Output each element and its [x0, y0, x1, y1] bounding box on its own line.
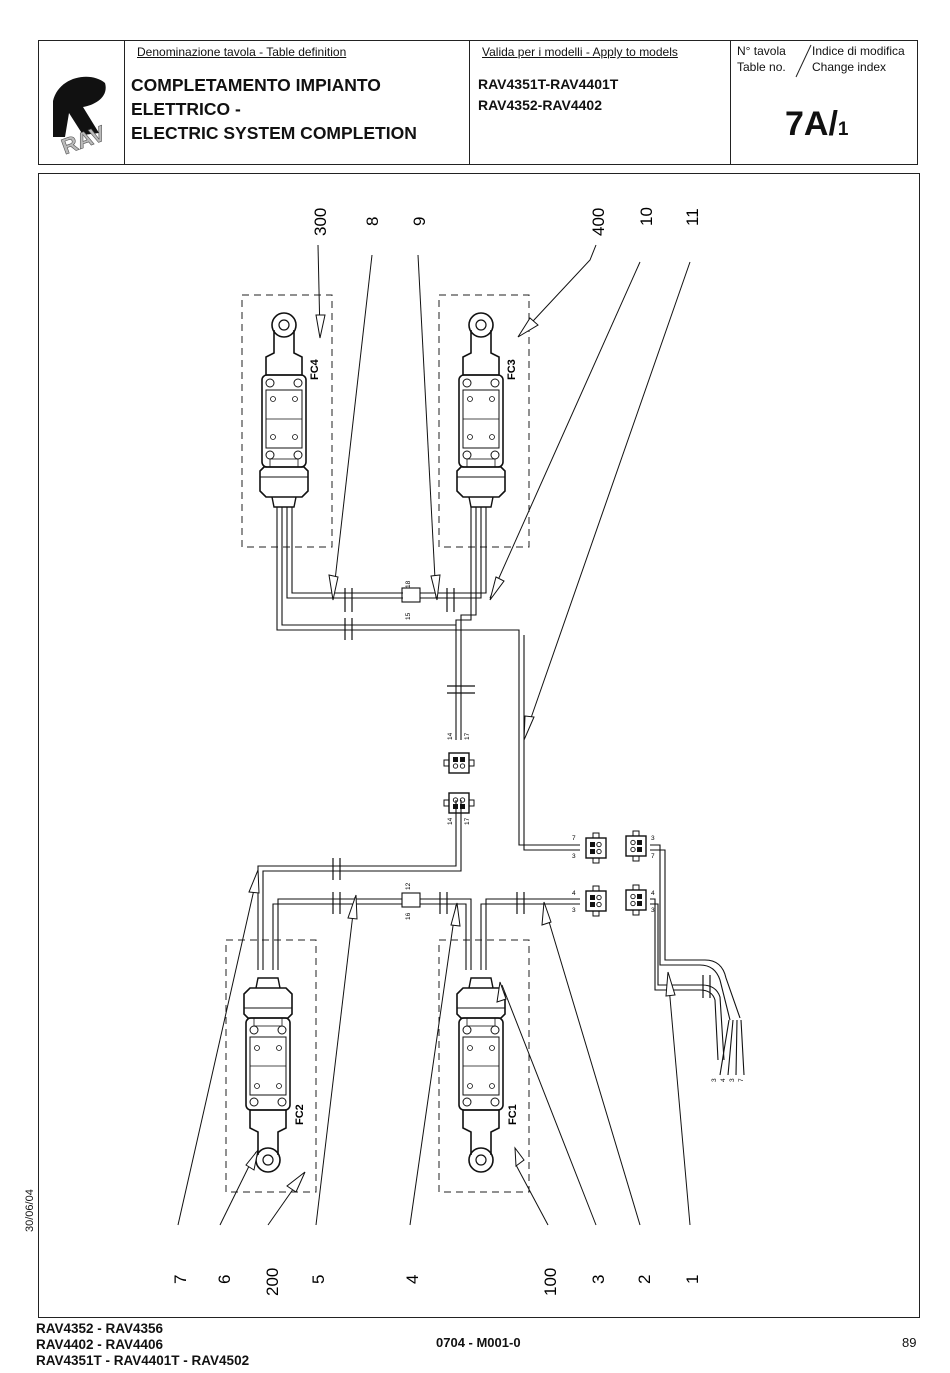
limit-switch-fc1: [456, 977, 506, 1173]
label-3: 3: [589, 1275, 608, 1284]
svg-text:3: 3: [651, 907, 655, 914]
svg-text:15: 15: [405, 612, 412, 620]
fc1-enclosure: [438, 939, 530, 1193]
connector-numbers: 18 15 14 17 14 17 12 16 7 3 3 7 4 3 4 3: [405, 580, 655, 920]
title-block: RAV Denominazione tavola - Table definit…: [38, 40, 918, 165]
connector-right-a: [585, 832, 607, 864]
change-index-label: Indice di modifica: [812, 44, 905, 58]
connector-right-d: [625, 884, 647, 916]
svg-text:3: 3: [572, 853, 576, 860]
index-cell: N° tavola Table no. Indice di modifica C…: [731, 41, 917, 164]
label-9: 9: [410, 217, 429, 226]
fc2-enclosure: [225, 939, 317, 1193]
svg-text:3: 3: [729, 1078, 736, 1082]
label-8: 8: [363, 217, 382, 226]
label-300: 300: [311, 208, 330, 236]
page-number: 89: [902, 1335, 917, 1350]
fc1-label: FC1: [507, 1104, 519, 1125]
svg-text:18: 18: [405, 580, 412, 588]
svg-text:3: 3: [572, 907, 576, 914]
svg-text:3: 3: [651, 835, 655, 842]
label-4: 4: [403, 1275, 422, 1284]
definition-label: Denominazione tavola - Table definition: [137, 45, 347, 59]
definition-cell: Denominazione tavola - Table definition …: [125, 41, 470, 164]
svg-text:4: 4: [572, 890, 576, 897]
label-5: 5: [309, 1275, 328, 1284]
limit-switch-fc2: [243, 977, 293, 1173]
svg-text:14: 14: [447, 732, 454, 740]
diagram-frame: [38, 173, 920, 1318]
fc3-enclosure: [438, 294, 530, 548]
connector-right-b: [625, 830, 647, 862]
limit-switch-fc4: [259, 312, 309, 508]
fc2-label: FC2: [294, 1104, 306, 1125]
label-200: 200: [263, 1268, 282, 1296]
cable-break-marks: [332, 588, 711, 998]
logo-cell: RAV: [39, 41, 125, 164]
document-code: 0704 - M001-0: [436, 1335, 521, 1350]
svg-text:4: 4: [651, 890, 655, 897]
svg-text:7: 7: [651, 853, 655, 860]
connector-center-upper: [443, 752, 475, 774]
label-7: 7: [171, 1275, 190, 1284]
label-10: 10: [637, 207, 656, 226]
rav-logo: RAV: [53, 76, 109, 160]
top-wire-labels: 300 8 9 400 10 11: [311, 207, 702, 236]
cable-bundles: [257, 507, 745, 1076]
table-no-label: N° tavola: [737, 44, 786, 58]
svg-text:17: 17: [464, 817, 471, 825]
svg-text:4: 4: [720, 1078, 727, 1082]
svg-text:7: 7: [738, 1078, 745, 1082]
fc3-label: FC3: [506, 359, 518, 380]
label-400: 400: [589, 208, 608, 236]
table-no-label-en: Table no.: [737, 60, 786, 74]
label-11: 11: [683, 208, 702, 226]
page-title: COMPLETAMENTO IMPIANTO ELETTRICO - ELECT…: [131, 75, 417, 143]
leader-lines-bottom: [177, 871, 691, 1226]
label-100: 100: [541, 1268, 560, 1296]
models-cell: Valida per i modelli - Apply to models R…: [470, 41, 731, 164]
arrowheads-top: [315, 314, 539, 741]
sheet-number: 7A/1: [785, 105, 849, 143]
leader-lines-top: [317, 244, 691, 739]
limit-switch-fc3: [456, 312, 506, 508]
revision-date: 30/06/04: [24, 1189, 36, 1232]
label-6: 6: [215, 1275, 234, 1284]
model-list: RAV4351T-RAV4401T RAV4352-RAV4402: [478, 76, 619, 113]
bottom-wire-labels: 7 6 200 5 4 100 3 2 1: [171, 1268, 702, 1296]
svg-text:12: 12: [405, 882, 412, 890]
label-1: 1: [683, 1275, 702, 1284]
svg-text:16: 16: [405, 912, 412, 920]
footer-models: RAV4352 - RAV4356 RAV4402 - RAV4406 RAV4…: [36, 1321, 250, 1368]
svg-text:17: 17: [464, 732, 471, 740]
change-index: 1: [837, 119, 849, 140]
label-2: 2: [635, 1275, 654, 1284]
connector-center-lower: [443, 792, 475, 814]
inline-connectors: [401, 587, 421, 908]
fc4-label: FC4: [309, 358, 321, 380]
svg-text:3: 3: [711, 1078, 718, 1082]
diagonal-divider: [795, 44, 812, 78]
arrowheads-bottom: [245, 869, 676, 1193]
cable-end-labels: 3 4 3 7: [711, 1078, 745, 1082]
change-index-label-en: Change index: [812, 60, 887, 74]
connector-right-c: [585, 885, 607, 917]
svg-text:14: 14: [447, 817, 454, 825]
models-label: Valida per i modelli - Apply to models: [482, 45, 678, 59]
svg-text:7: 7: [572, 835, 576, 842]
